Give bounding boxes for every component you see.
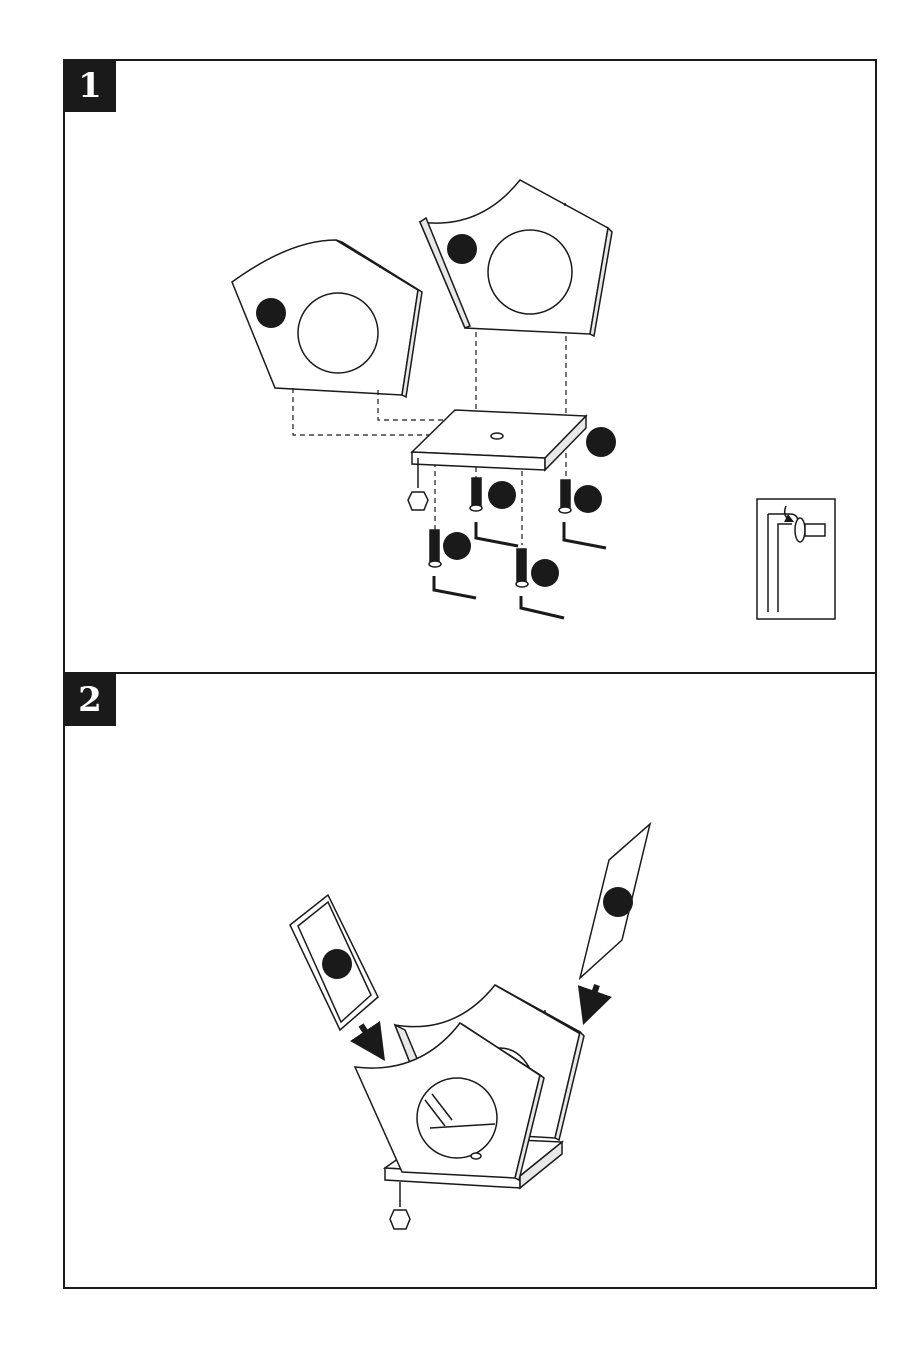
bolt	[470, 478, 518, 546]
allen-key	[434, 576, 476, 598]
hanging-ball	[390, 1182, 410, 1229]
bolt	[559, 480, 606, 548]
bolt	[516, 549, 564, 618]
front-panel	[290, 895, 378, 1030]
part-marker-icon	[603, 887, 633, 917]
part-marker-icon	[443, 532, 471, 560]
bolt	[429, 530, 476, 598]
allen-key	[521, 596, 564, 618]
side-panel-right	[420, 180, 612, 336]
hanging-ball	[408, 458, 428, 510]
down-arrow	[589, 985, 597, 1008]
part-marker-icon	[574, 485, 602, 513]
base-board	[412, 410, 616, 470]
step-2-illustration	[290, 824, 650, 1229]
back-panel	[580, 824, 650, 978]
assembled-house	[355, 985, 584, 1188]
part-marker-icon	[531, 559, 559, 587]
allen-key	[476, 522, 518, 546]
down-arrow	[361, 1025, 375, 1046]
part-marker-icon	[322, 949, 352, 979]
part-marker-icon	[586, 427, 616, 457]
allen-key	[564, 522, 606, 548]
step-1-illustration	[232, 180, 835, 619]
side-panel-left	[232, 240, 422, 397]
part-marker-icon	[447, 234, 477, 264]
tighten-instruction-inset	[757, 499, 835, 619]
part-marker-icon	[488, 481, 516, 509]
part-marker-icon	[256, 298, 286, 328]
